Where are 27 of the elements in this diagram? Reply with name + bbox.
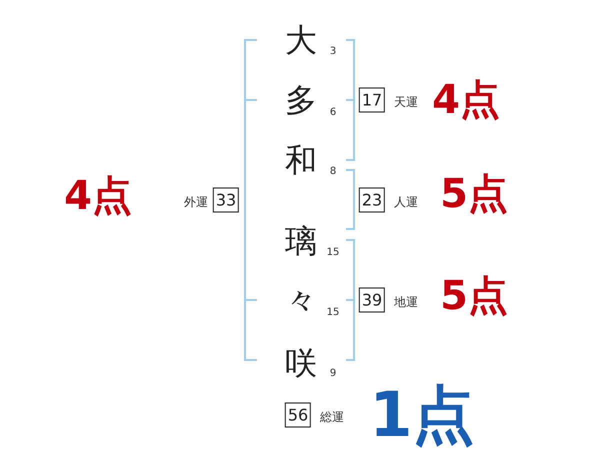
number-box: 56 <box>284 402 312 428</box>
name-character: 和 <box>285 144 317 176</box>
total-score: 1点 <box>369 384 475 446</box>
stroke-count: 8 <box>330 167 336 177</box>
score-text: 4点 <box>64 176 132 216</box>
number-box: 39 <box>358 288 386 312</box>
name-character: 璃 <box>285 225 317 257</box>
score-text: 5点 <box>440 276 508 316</box>
stroke-count: 9 <box>330 369 336 379</box>
fortune-label: 天運 <box>394 96 418 108</box>
number-box: 17 <box>358 88 386 112</box>
stroke-count: 6 <box>330 108 336 118</box>
stroke-count: 3 <box>330 47 336 57</box>
name-character: 大 <box>285 24 317 56</box>
name-character: 々 <box>285 284 317 316</box>
score-text: 4点 <box>432 80 500 120</box>
number-box: 33 <box>212 188 240 212</box>
fortune-label: 人運 <box>394 196 418 208</box>
name-character: 咲 <box>285 347 317 379</box>
score-text: 5点 <box>440 174 508 214</box>
number-box: 23 <box>358 188 386 212</box>
name-character: 多 <box>285 84 317 116</box>
stroke-count: 15 <box>326 248 340 258</box>
fortune-label: 総運 <box>320 411 344 423</box>
fortune-label: 外運 <box>184 196 208 208</box>
fortune-label: 地運 <box>394 296 418 308</box>
stroke-count: 15 <box>326 308 340 318</box>
